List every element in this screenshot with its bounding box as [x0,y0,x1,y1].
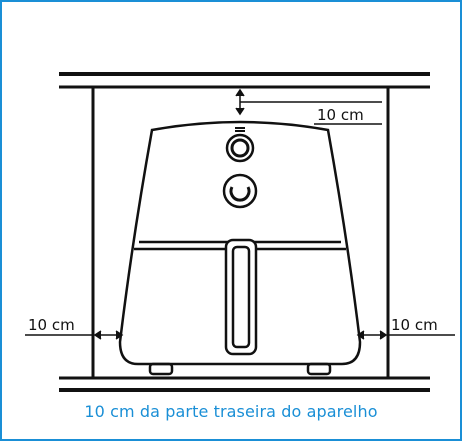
left-clearance-label: 10 cm [28,316,75,334]
right-dimension [356,330,455,340]
left-dimension [25,330,124,340]
right-clearance-label: 10 cm [391,316,438,334]
top-shelf [59,72,430,89]
caption: 10 cm da parte traseira do aparelho [84,402,378,421]
bottom-shelf [59,376,430,392]
top-clearance-label: 10 cm [317,106,364,124]
air-fryer-icon [118,120,362,376]
top-dimension [235,88,382,125]
